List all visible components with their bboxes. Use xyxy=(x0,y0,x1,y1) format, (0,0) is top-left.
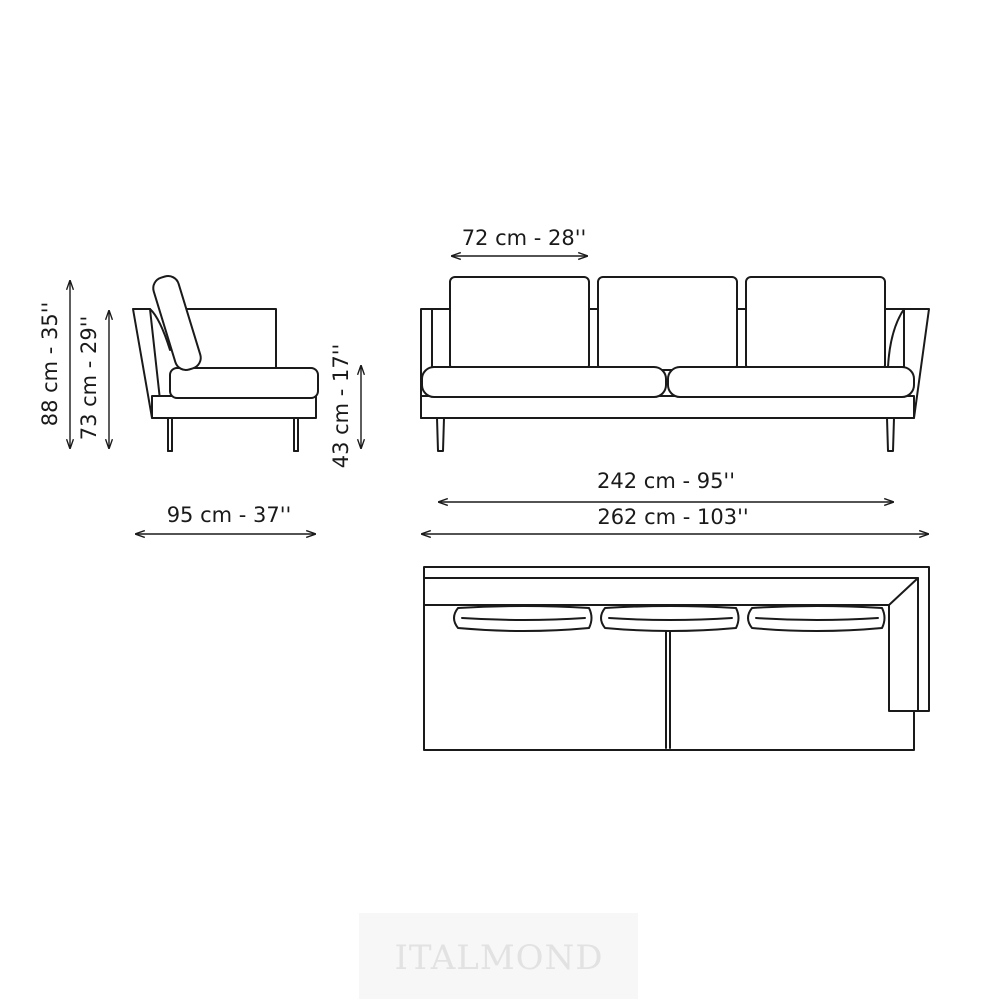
side-back-cushion xyxy=(152,275,202,371)
top-back-cushion-3 xyxy=(747,605,886,632)
watermark-backdrop xyxy=(359,913,638,999)
watermark-text: ITALMOND xyxy=(394,938,603,978)
front-back-cushion-1 xyxy=(449,276,590,371)
front-back-cushion-2 xyxy=(597,276,738,371)
top-outline xyxy=(423,566,930,751)
side-base xyxy=(151,395,317,419)
front-right-leg xyxy=(886,417,895,452)
seat-width-label: 72 cm - 28'' xyxy=(462,226,587,250)
watermark: ITALMOND xyxy=(359,913,638,999)
front-base xyxy=(420,395,915,419)
top-back-cushion-1 xyxy=(453,605,593,632)
depth-label: 95 cm - 37'' xyxy=(167,503,292,527)
top-back-band xyxy=(423,604,915,712)
height-seat-label: 43 cm - 17'' xyxy=(329,344,353,469)
side-view xyxy=(132,275,319,452)
front-left-leg xyxy=(436,417,445,452)
top-back-cushion-2 xyxy=(600,605,740,632)
inner-width-label: 242 cm - 95'' xyxy=(597,469,735,493)
front-back-cushion-3 xyxy=(745,276,886,371)
front-view xyxy=(420,276,930,452)
total-width-label: 262 cm - 103'' xyxy=(597,505,748,529)
top-view xyxy=(423,566,930,751)
front-seat-cushion-1 xyxy=(421,366,667,398)
height-total-label: 88 cm - 35'' xyxy=(38,302,62,427)
height-back-label: 73 cm - 29'' xyxy=(77,316,101,441)
side-seat-cushion xyxy=(169,367,319,399)
front-seat-cushion-2 xyxy=(667,366,915,398)
